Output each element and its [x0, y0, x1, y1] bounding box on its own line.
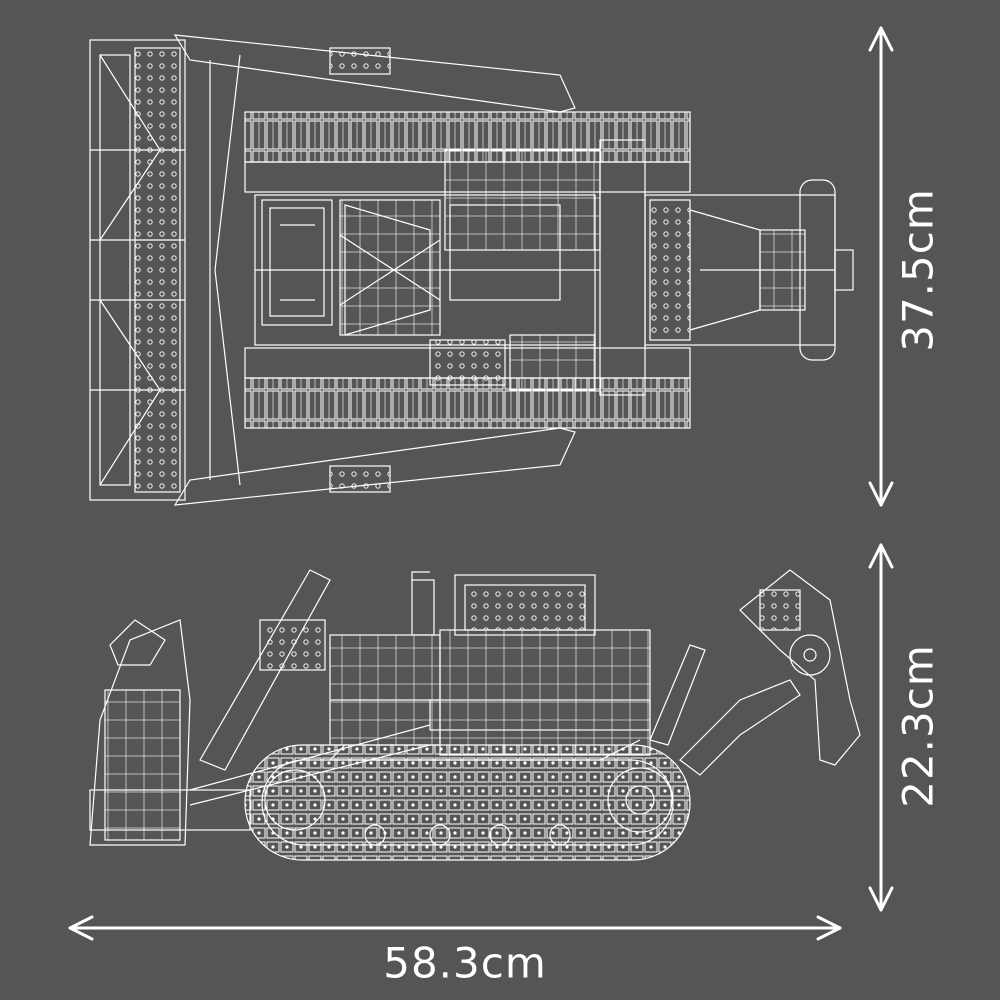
- top-body: [254, 139, 646, 396]
- side-blade: [89, 619, 251, 846]
- top-tracks: [244, 111, 691, 429]
- top-blade: [89, 39, 186, 501]
- side-height-label: 22.3cm: [893, 644, 943, 808]
- side-view-drawing: [89, 569, 861, 861]
- length-label: 58.3cm: [383, 938, 547, 988]
- arrow-top-height: [868, 26, 894, 507]
- side-track: [244, 744, 691, 861]
- top-height-label: 37.5cm: [893, 188, 943, 352]
- arrow-length: [68, 915, 842, 941]
- top-push-arms: [173, 34, 576, 506]
- top-ripper: [644, 179, 854, 361]
- arrow-side-height: [868, 543, 894, 912]
- dimension-arrows: [68, 26, 894, 941]
- side-body: [328, 571, 651, 761]
- side-lift-cylinder: [189, 569, 431, 806]
- top-view-drawing: [89, 34, 854, 506]
- side-ripper: [649, 569, 861, 776]
